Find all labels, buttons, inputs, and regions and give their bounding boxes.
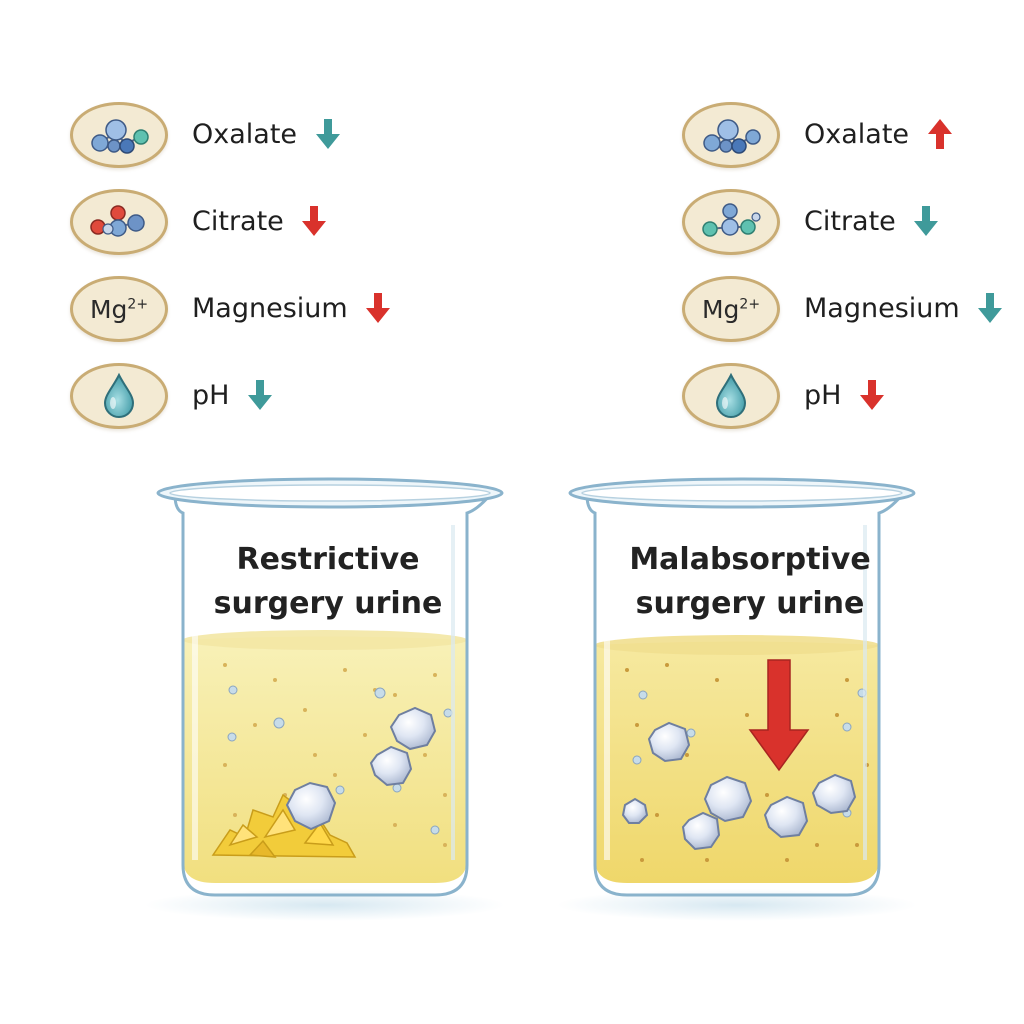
legend-label: Magnesium (192, 292, 391, 326)
oxalate-crystals (285, 706, 437, 831)
oxalate-badge (682, 102, 780, 168)
magnesium-label: Magnesium (192, 293, 348, 324)
oxalate-crystals (621, 721, 857, 851)
oxalate-label: Oxalate (192, 119, 298, 150)
beaker-glass (156, 477, 504, 897)
down-arrow-icon (366, 292, 391, 323)
malabsorptive-panel: Oxalate Citrate (512, 0, 1024, 1024)
title-line-1: Restrictive (236, 542, 420, 577)
magnesium-badge: Mg2+ (70, 276, 168, 342)
down-arrow-icon (302, 205, 327, 236)
restrictive-panel: Oxalate Citrate (70, 102, 505, 921)
oxalate-molecule-icon (703, 119, 761, 154)
citrate-badge (682, 189, 780, 255)
water-drop-icon (103, 372, 135, 418)
legend-label: Magnesium (804, 292, 1003, 326)
citrate-molecule-icon (90, 205, 145, 237)
legend-label: pH (804, 379, 885, 413)
mg-ion-icon: Mg2+ (89, 294, 149, 324)
water-drop-icon (715, 372, 747, 418)
restrictive-beaker (145, 477, 505, 921)
citrate-badge (70, 189, 168, 255)
down-arrow-icon (914, 205, 939, 236)
ph-label: pH (192, 380, 230, 411)
ph-badge (682, 363, 780, 429)
down-arrow-icon (315, 118, 340, 149)
beaker-glass (568, 477, 916, 897)
magnesium-badge: Mg2+ (682, 276, 780, 342)
down-arrow-icon (248, 379, 273, 410)
ph-label: pH (804, 380, 842, 411)
legend-label: Citrate (192, 205, 327, 239)
yellow-crystal-pile (211, 793, 357, 858)
citrate-molecule-icon (702, 203, 761, 237)
bubbles (227, 685, 453, 835)
citrate-label: Citrate (192, 206, 284, 237)
malabsorptive-beaker (557, 477, 917, 921)
oxalate-label: Oxalate (804, 119, 910, 150)
legend-label: Oxalate (804, 118, 952, 152)
down-arrow-icon (860, 379, 885, 410)
oxalate-molecule-icon (91, 119, 149, 154)
citrate-label: Citrate (804, 206, 896, 237)
ph-badge (70, 363, 168, 429)
title-line-2: surgery urine (635, 586, 865, 621)
title-line-2: surgery urine (213, 586, 443, 621)
beaker-title: Restrictive surgery urine (178, 538, 478, 626)
sinking-arrow-icon (748, 659, 810, 772)
legend-label: pH (192, 379, 273, 413)
up-arrow-icon (927, 118, 952, 149)
beaker-title: Malabsorptive surgery urine (600, 538, 900, 626)
legend-label: Citrate (804, 205, 939, 239)
oxalate-badge (70, 102, 168, 168)
down-arrow-icon (978, 292, 1003, 323)
magnesium-label: Magnesium (804, 293, 960, 324)
legend-label: Oxalate (192, 118, 340, 152)
title-line-1: Malabsorptive (629, 542, 871, 577)
mg-ion-icon: Mg2+ (701, 294, 761, 324)
